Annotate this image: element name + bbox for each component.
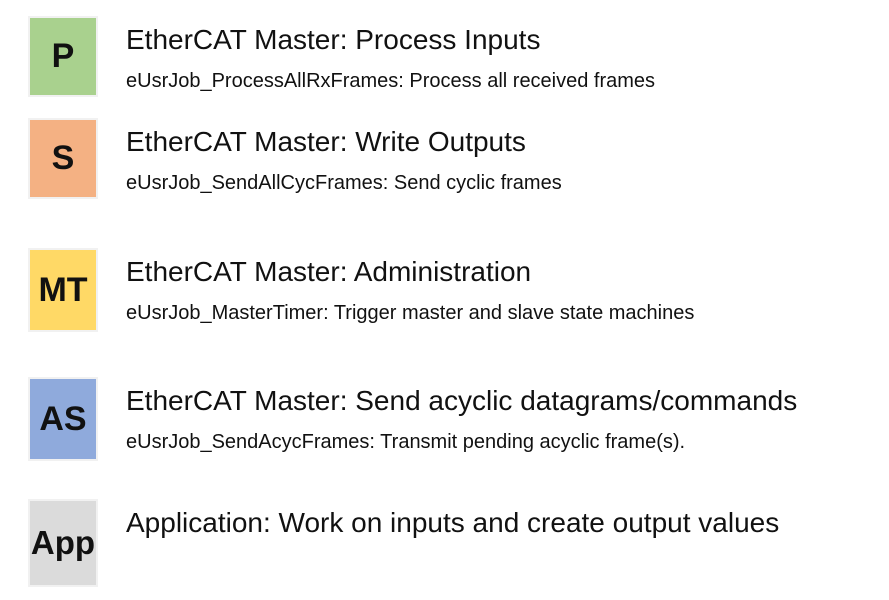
row-subtitle: eUsrJob_SendAllCycFrames: Send cyclic fr…: [126, 172, 562, 194]
row-subtitle: eUsrJob_SendAcycFrames: Transmit pending…: [126, 431, 686, 453]
row-title: Application: Work on inputs and create o…: [126, 507, 780, 538]
legend-row-process-inputs: P EtherCAT Master: Process Inputs eUsrJo…: [28, 16, 655, 97]
row-text-block: EtherCAT Master: Send acyclic datagrams/…: [98, 377, 797, 455]
legend-row-send-acyclic: AS EtherCAT Master: Send acyclic datagra…: [28, 377, 797, 461]
row-title: EtherCAT Master: Write Outputs: [126, 126, 526, 157]
row-subtitle: eUsrJob_MasterTimer: Trigger master and …: [126, 302, 695, 324]
badge-mt: MT: [28, 248, 98, 332]
row-text-block: EtherCAT Master: Write Outputs eUsrJob_S…: [98, 118, 562, 196]
row-title: EtherCAT Master: Send acyclic datagrams/…: [126, 385, 798, 416]
row-title: EtherCAT Master: Process Inputs: [126, 24, 541, 55]
row-text-block: EtherCAT Master: Process Inputs eUsrJob_…: [98, 16, 655, 94]
badge-as: AS: [28, 377, 98, 461]
badge-s: S: [28, 118, 98, 199]
row-subtitle: eUsrJob_ProcessAllRxFrames: Process all …: [126, 70, 656, 92]
badge-p: P: [28, 16, 98, 97]
legend-row-application: App Application: Work on inputs and crea…: [28, 499, 779, 587]
legend-row-administration: MT EtherCAT Master: Administration eUsrJ…: [28, 248, 694, 332]
row-text-block: Application: Work on inputs and create o…: [98, 499, 779, 541]
legend-row-write-outputs: S EtherCAT Master: Write Outputs eUsrJob…: [28, 118, 562, 199]
row-text-block: EtherCAT Master: Administration eUsrJob_…: [98, 248, 694, 326]
row-title: EtherCAT Master: Administration: [126, 256, 532, 287]
badge-app: App: [28, 499, 98, 587]
